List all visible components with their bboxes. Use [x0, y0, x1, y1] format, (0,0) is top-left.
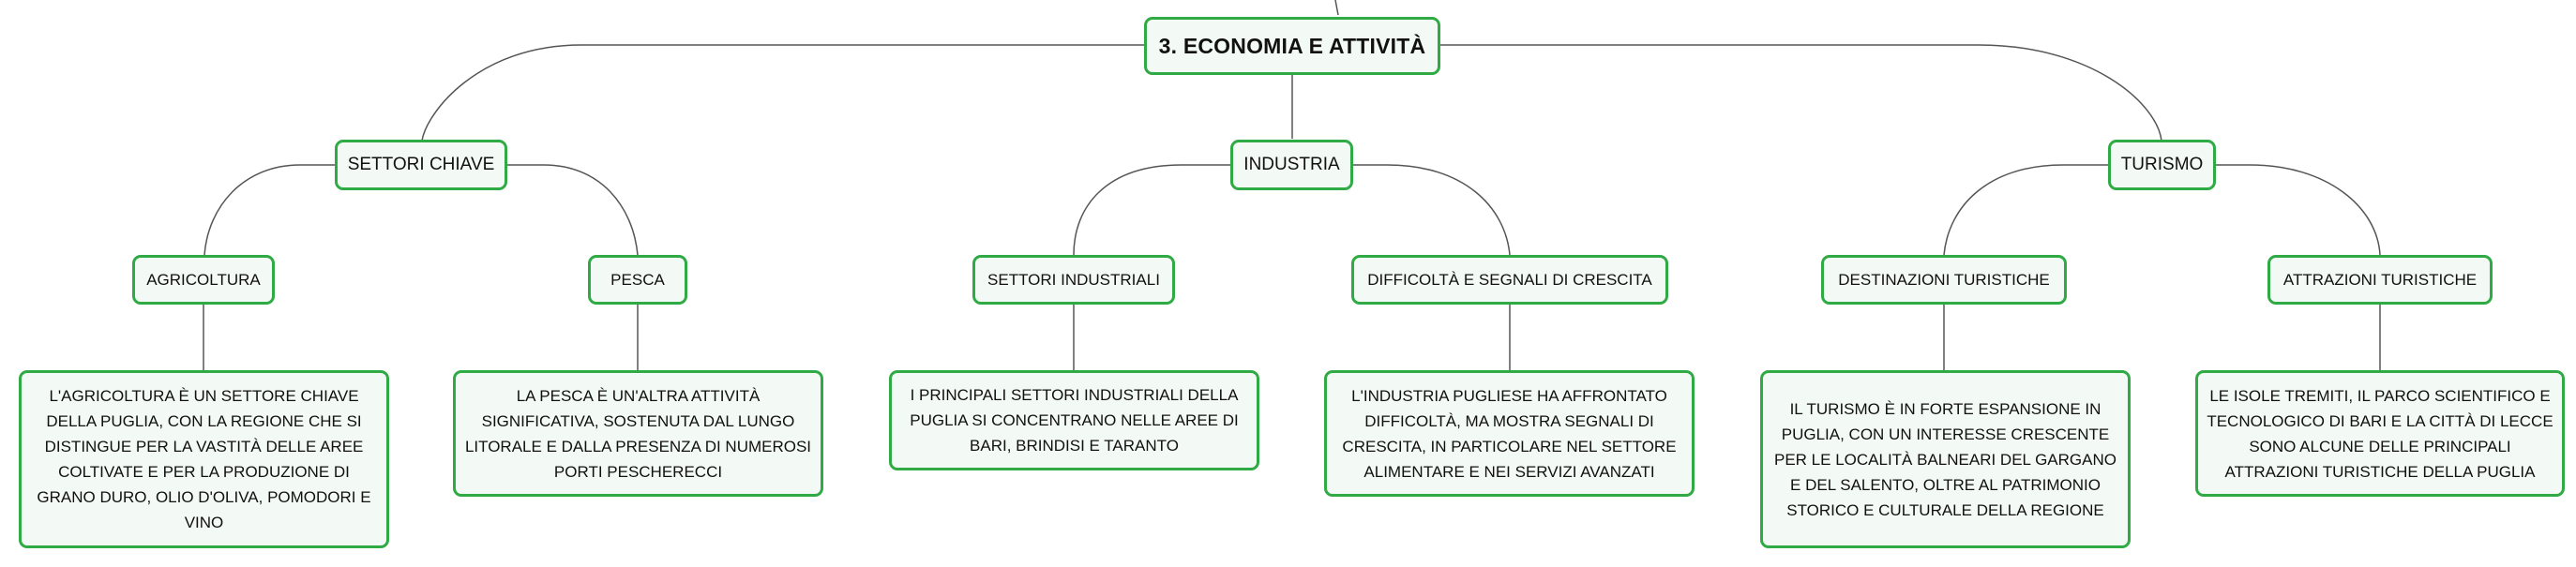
connector-root-settori-chiave	[421, 44, 1144, 142]
connector-turismo-destinazioni	[1943, 164, 2108, 256]
connector-industria-difficolta	[1353, 164, 1511, 256]
branch-node-turismo[interactable]: TURISMO	[2108, 140, 2216, 190]
branch-node-settori-chiave[interactable]: SETTORI CHIAVE	[335, 140, 507, 190]
detail-node-attrazioni-turistiche[interactable]: LE ISOLE TREMITI, IL PARCO SCIENTIFICO E…	[2195, 370, 2565, 497]
subtopic-node-settori-industriali[interactable]: SETTORI INDUSTRIALI	[972, 255, 1175, 305]
subtopic-node-attrazioni-turistiche[interactable]: ATTRAZIONI TURISTICHE	[2267, 255, 2493, 305]
connector-settori-agricoltura	[203, 164, 335, 256]
detail-node-difficolta-crescita[interactable]: L'INDUSTRIA PUGLIESE HA AFFRONTATO DIFFI…	[1324, 370, 1695, 497]
detail-node-destinazioni-turistiche[interactable]: IL TURISMO È IN FORTE ESPANSIONE IN PUGL…	[1760, 370, 2131, 548]
branch-node-industria[interactable]: INDUSTRIA	[1230, 140, 1353, 190]
connector-root-turismo	[1440, 44, 2162, 142]
subtopic-node-destinazioni-turistiche[interactable]: DESTINAZIONI TURISTICHE	[1821, 255, 2067, 305]
detail-node-agricoltura[interactable]: L'AGRICOLTURA È UN SETTORE CHIAVE DELLA …	[19, 370, 389, 548]
subtopic-node-pesca[interactable]: PESCA	[588, 255, 687, 305]
connector-root-top	[1334, 0, 1339, 16]
detail-node-pesca[interactable]: LA PESCA È UN'ALTRA ATTIVITÀ SIGNIFICATI…	[453, 370, 823, 497]
subtopic-node-agricoltura[interactable]: AGRICOLTURA	[132, 255, 275, 305]
connector-settori-pesca	[507, 164, 639, 256]
subtopic-node-difficolta-crescita[interactable]: DIFFICOLTÀ E SEGNALI DI CRESCITA	[1351, 255, 1668, 305]
connector-industria-settori-industriali	[1073, 164, 1230, 256]
root-node[interactable]: 3. ECONOMIA E ATTIVITÀ	[1144, 17, 1440, 75]
connector-turismo-attrazioni	[2216, 164, 2381, 256]
detail-node-settori-industriali[interactable]: I PRINCIPALI SETTORI INDUSTRIALI DELLA P…	[889, 370, 1259, 470]
